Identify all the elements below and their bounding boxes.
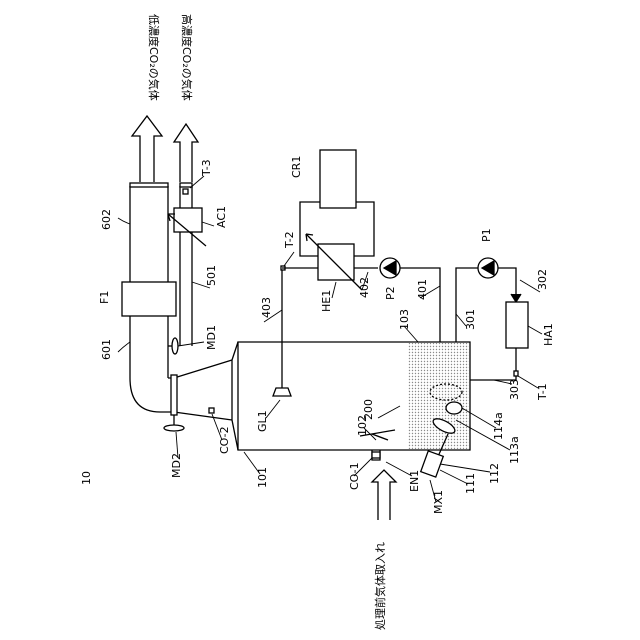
duct-to-tower	[174, 360, 232, 420]
label-111: 111	[464, 473, 477, 494]
label-low-co2: 低濃度CO₂の気体	[147, 14, 161, 101]
arrow-low-co2	[132, 116, 162, 182]
md1-handle	[172, 338, 178, 354]
label-t1: T-1	[536, 383, 549, 401]
label-t3: T-3	[200, 159, 213, 177]
label-figure-number: 10	[80, 471, 93, 485]
label-501: 501	[205, 265, 218, 286]
label-102: 102	[356, 415, 369, 436]
label-intake: 処理前気体取入れ	[373, 542, 387, 630]
label-101: 101	[256, 467, 269, 488]
intake-tip	[372, 434, 388, 440]
label-co2: CO-2	[218, 426, 231, 454]
label-301: 301	[464, 309, 477, 330]
label-112: 112	[488, 463, 501, 484]
label-602: 602	[100, 209, 113, 230]
label-gl1: GL1	[256, 410, 269, 432]
arrow-high-co2	[174, 124, 198, 182]
label-cr1: CR1	[290, 156, 303, 178]
pipe-302-arrow	[511, 294, 521, 302]
co1-sensor	[372, 452, 380, 458]
label-t2: T-2	[283, 231, 296, 249]
duct-top-flange	[130, 183, 168, 187]
heater-ha1	[506, 302, 528, 348]
label-601: 601	[100, 339, 113, 360]
heat-exchanger-he1	[318, 244, 354, 280]
label-high-co2: 高濃度CO₂の気体	[180, 14, 194, 101]
label-303: 303	[508, 379, 521, 400]
label-403: 403	[260, 297, 273, 318]
md2-handle	[164, 425, 184, 431]
label-p2: P2	[384, 286, 397, 300]
label-402: 402	[358, 277, 371, 298]
chiller-cr1	[320, 150, 356, 208]
co2-sensor	[209, 408, 214, 413]
label-p1: P1	[480, 228, 493, 242]
mixer-motor	[421, 451, 444, 477]
label-114a: 114a	[492, 412, 505, 440]
duct-elbow-601	[130, 378, 174, 412]
label-en1: EN1	[408, 470, 421, 492]
pipe-501-flange	[180, 183, 192, 187]
label-md1: MD1	[205, 325, 218, 350]
mixer-blade-b	[446, 402, 462, 414]
ac1-box	[174, 208, 202, 232]
tower-top	[232, 342, 238, 450]
label-113a: 113a	[508, 436, 521, 464]
label-he1: HE1	[320, 290, 333, 312]
intake-arrow	[372, 470, 396, 520]
t3-sensor	[183, 189, 188, 194]
gl1-nozzle	[273, 388, 291, 396]
label-302: 302	[536, 269, 549, 290]
flange-md2	[171, 375, 177, 415]
fan-f1	[122, 282, 176, 316]
label-md2: MD2	[170, 453, 183, 478]
t1-sensor	[514, 371, 518, 376]
pipe-303	[470, 348, 516, 380]
label-ac1: AC1	[215, 206, 228, 228]
label-ha1: HA1	[542, 323, 555, 346]
labels: 10 低濃度CO₂の気体 高濃度CO₂の気体 処理前気体取入れ T-3 AC1 …	[80, 14, 555, 630]
label-f1: F1	[98, 291, 111, 304]
label-co1: CO-1	[348, 462, 361, 490]
